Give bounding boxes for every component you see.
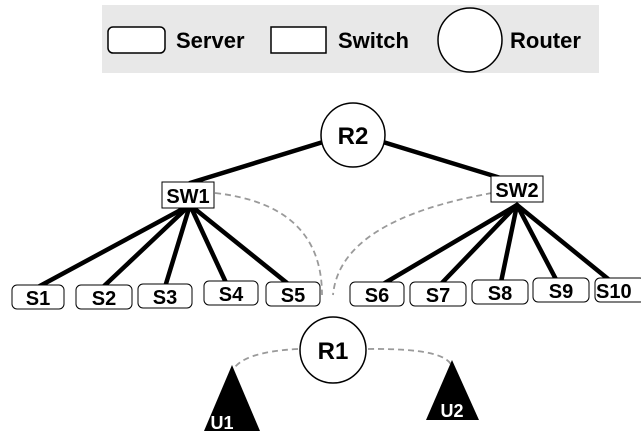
server-s5-label: S5 [281,285,305,307]
server-s9: S9 [532,277,590,303]
server-s2-label: S2 [92,288,116,310]
router-r1-label: R1 [318,338,349,365]
server-s8-box [471,279,529,305]
server-s1-box [11,284,65,310]
router-r2: R2 [320,102,386,168]
switch-sw1-box [161,181,215,209]
user-u2-label: U2 [440,401,463,421]
server-s6: S6 [349,281,405,307]
server-s2: S2 [75,284,133,310]
legend-background [102,5,599,73]
dashed-link-r1-u1 [231,348,299,373]
router-r2-circle [320,102,386,168]
solid-links [35,139,621,290]
server-s10-box [594,277,641,303]
servers: S1 S2 S3 S4 S5 S6 S7 S8 [11,277,641,310]
server-s4-label: S4 [219,284,244,306]
server-s10: S10 [594,277,641,303]
legend-router-label: Router [510,28,581,53]
dashed-links [214,192,493,373]
switch-sw2-box [490,175,544,203]
switch-sw1: SW1 [161,181,215,209]
server-s7-label: S7 [426,285,450,307]
legend-server-label: Server [176,28,245,53]
link-sw2-s8 [497,202,520,290]
server-s4-box [203,280,259,306]
link-sw1-s1 [35,202,193,290]
switch-sw1-label: SW1 [166,186,209,208]
user-u1-triangle [204,365,260,431]
server-s6-box [349,281,405,307]
user-u2: U2 [426,360,479,421]
server-s8: S8 [471,279,529,305]
router-r1-circle [299,316,367,384]
link-r2-sw1 [187,139,326,186]
server-s4: S4 [203,280,259,306]
switch-sw2: SW2 [490,175,544,203]
link-sw2-s10 [514,202,621,290]
legend-router-symbol [437,7,503,73]
dashed-link-sw1-r1 [214,192,323,296]
link-sw1-s4 [187,202,231,290]
link-sw1-s5 [187,202,295,290]
server-s7: S7 [409,281,467,307]
switch-sw2-label: SW2 [495,180,538,202]
router-r2-label: R2 [338,123,369,150]
legend-switch-label: Switch [338,28,409,53]
server-s1-label: S1 [26,288,50,310]
dashed-link-sw2-r1 [332,192,493,296]
server-s9-box [532,277,590,303]
server-s10-label: S10 [596,281,632,303]
server-s7-box [409,281,467,307]
user-u1: U1 [204,365,260,431]
server-s5-box [265,281,321,307]
server-s5: S5 [265,281,321,307]
server-s8-label: S8 [488,283,512,305]
link-sw2-s7 [435,202,520,290]
router-r1: R1 [299,316,367,384]
legend-switch-symbol [270,26,327,54]
user-u1-label: U1 [210,413,233,431]
server-s6-label: S6 [365,285,389,307]
legend-server-symbol [107,26,166,54]
server-s9-label: S9 [549,281,573,303]
dashed-link-r1-u2 [367,348,453,369]
link-sw2-s9 [514,202,563,290]
server-s3-box [137,283,193,309]
server-s3-label: S3 [153,287,177,309]
server-s2-box [75,284,133,310]
server-s1: S1 [11,284,65,310]
link-sw1-s2 [100,202,193,290]
user-u2-triangle [426,360,479,420]
server-s3: S3 [137,283,193,309]
link-sw2-s6 [375,202,520,290]
legend: Server Switch Router [102,5,599,73]
link-sw1-s3 [162,202,193,290]
